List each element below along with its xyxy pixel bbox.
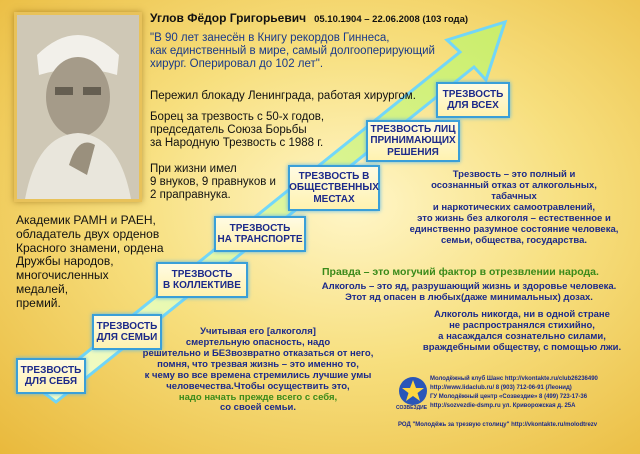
- footer-line: ГУ Молодёжный центр «Созвездие» 8 (499) …: [430, 394, 588, 400]
- footer-line: http://www.lidaclub.ru/ 8 (903) 712-06-9…: [430, 385, 572, 391]
- alcohol-poison-text: Алкоголь – это яд, разрушающий жизнь и з…: [321, 281, 617, 303]
- contacts-footer: СОЗВЕЗДИЕ Молодёжный клуб Шанс http://vk…: [396, 372, 636, 448]
- truth-statement: Правда – это могучий фактор в отрезвлени…: [322, 266, 599, 278]
- academic-text: Академик РАМН и РАЕН, обладатель двух ор…: [16, 213, 164, 310]
- step-decision-makers: ТРЕЗВОСТЬ ЛИЦ ПРИНИМАЮЩИХ РЕШЕНИЯ: [366, 120, 460, 162]
- blockade-text: Пережил блокаду Ленинграда, работая хиру…: [150, 90, 416, 102]
- portrait-photo: [14, 12, 142, 202]
- footer-line: Молодёжный клуб Шанс http://vkontakte.ru…: [430, 376, 598, 382]
- alcohol-imposed-text: Алкоголь никогда, ни в одной стране не р…: [422, 309, 622, 353]
- logo-caption: СОЗВЕЗДИЕ: [396, 405, 428, 411]
- footer-line: РОД "Молодёжь за трезвую столицу" http:/…: [398, 422, 598, 428]
- footer-line: http://sozvezdie-dsmp.ru ул. Криворожска…: [430, 403, 576, 409]
- step-public-places: ТРЕЗВОСТЬ В ОБЩЕСТВЕННЫХ МЕСТАХ: [288, 165, 380, 211]
- life-dates: 05.10.1904 – 22.06.2008 (103 года): [314, 14, 469, 25]
- sozvezdie-logo: [398, 376, 428, 406]
- step-collective: ТРЕЗВОСТЬ В КОЛЛЕКТИВЕ: [156, 262, 248, 298]
- step-transport: ТРЕЗВОСТЬ НА ТРАНСПОРТЕ: [214, 216, 306, 252]
- step-everyone: ТРЕЗВОСТЬ ДЛЯ ВСЕХ: [436, 82, 510, 118]
- guinness-quote: "В 90 лет занесён в Книгу рекордов Гинне…: [150, 32, 435, 71]
- family-text: При жизни имел 9 внуков, 9 правнуков и 2…: [150, 163, 276, 202]
- fighter-text: Борец за трезвость с 50-х годов, председ…: [150, 111, 325, 150]
- sobriety-definition: Трезвость – это полный и осознанный отка…: [409, 169, 619, 246]
- start-with-self-text: надо начать прежде всего с себя,: [178, 391, 338, 403]
- step-self: ТРЕЗВОСТЬ ДЛЯ СЕБЯ: [16, 358, 86, 394]
- bottom-message: Учитывая его [алкоголя] смертельную опас…: [142, 326, 374, 414]
- step-family: ТРЕЗВОСТЬ ДЛЯ СЕМЬИ: [92, 314, 162, 350]
